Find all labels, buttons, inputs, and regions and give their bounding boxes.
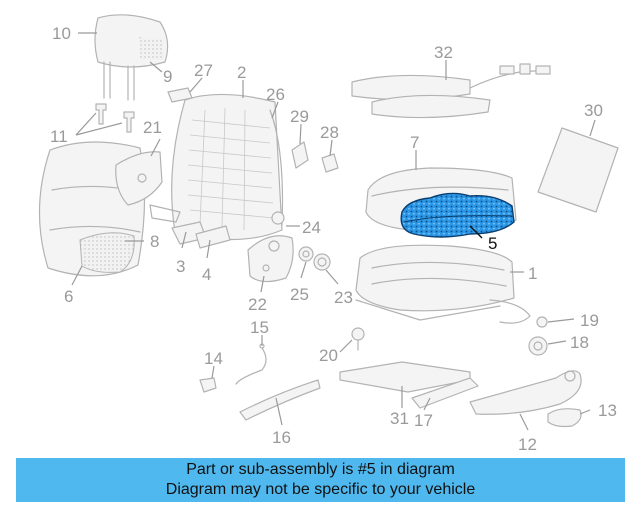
seat-frame-part bbox=[355, 244, 531, 324]
footer-banner: Part or sub-assembly is #5 in diagram Di… bbox=[16, 458, 625, 502]
back-panel-part bbox=[537, 127, 619, 213]
callout-11: 11 bbox=[50, 127, 68, 146]
small-clip-parts bbox=[167, 87, 339, 173]
callout-21: 21 bbox=[143, 118, 162, 137]
callout-15: 15 bbox=[250, 318, 269, 337]
callout-5-highlighted: 5 bbox=[488, 234, 497, 253]
small-gear-parts bbox=[271, 211, 331, 271]
cushion-pad-part-highlighted bbox=[400, 192, 515, 238]
callout-4: 4 bbox=[202, 265, 211, 284]
callout-18: 18 bbox=[570, 333, 589, 352]
callout-32: 32 bbox=[434, 43, 453, 62]
callout-24: 24 bbox=[302, 218, 321, 237]
callout-12: 12 bbox=[518, 435, 537, 454]
callout-14: 14 bbox=[204, 349, 223, 368]
seatback-frame-part bbox=[149, 93, 284, 241]
callout-9: 9 bbox=[163, 67, 172, 86]
callout-3: 3 bbox=[176, 257, 185, 276]
bracket-parts bbox=[171, 221, 231, 249]
callout-30: 30 bbox=[584, 101, 603, 120]
lever-part-13 bbox=[547, 408, 582, 428]
callout-8: 8 bbox=[150, 232, 159, 251]
side-shield-part bbox=[469, 370, 582, 415]
fastener-parts bbox=[351, 316, 548, 356]
callout-20: 20 bbox=[319, 346, 338, 365]
footer-line-2: Diagram may not be specific to your vehi… bbox=[165, 481, 476, 498]
callout-31: 31 bbox=[390, 409, 409, 428]
callout-labels: 10 9 11 21 8 6 27 2 26 29 28 3 4 22 24 2… bbox=[50, 24, 617, 454]
footer-line-1: Part or sub-assembly is #5 in diagram bbox=[186, 461, 455, 478]
callout-19: 19 bbox=[580, 311, 599, 330]
callout-6: 6 bbox=[64, 287, 73, 306]
callout-28: 28 bbox=[320, 123, 339, 142]
seat-heater-part bbox=[351, 63, 551, 119]
callout-29: 29 bbox=[290, 107, 309, 126]
callout-13: 13 bbox=[598, 401, 617, 420]
leader-lines bbox=[71, 32, 596, 431]
callout-27: 27 bbox=[194, 61, 213, 80]
headrest-guides bbox=[95, 103, 135, 133]
callout-10: 10 bbox=[52, 24, 71, 43]
callout-17: 17 bbox=[414, 411, 433, 430]
side-trim-part bbox=[115, 151, 163, 206]
headrest-part bbox=[94, 14, 169, 101]
callout-7: 7 bbox=[410, 133, 419, 152]
recliner-cover-part bbox=[247, 235, 294, 283]
callout-23: 23 bbox=[334, 288, 353, 307]
callout-2: 2 bbox=[237, 63, 246, 82]
callout-1: 1 bbox=[528, 264, 537, 283]
callout-16: 16 bbox=[272, 428, 291, 447]
callout-26: 26 bbox=[266, 85, 285, 104]
callout-25: 25 bbox=[290, 285, 309, 304]
callout-22: 22 bbox=[248, 295, 267, 314]
cable-parts bbox=[199, 343, 321, 421]
